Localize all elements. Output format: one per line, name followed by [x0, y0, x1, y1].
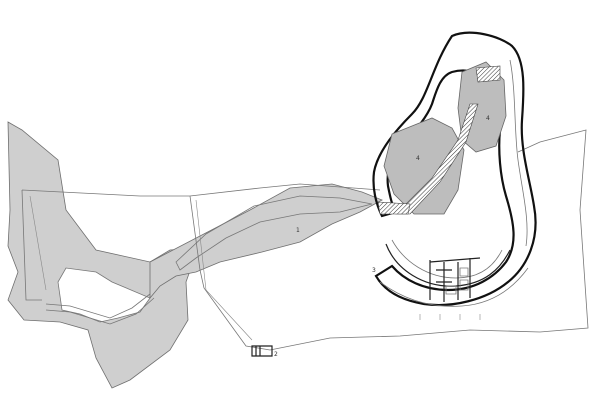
building-edge-lower [379, 267, 529, 307]
label-area-4-lower: 4 [416, 155, 420, 162]
area-4-lower [383, 117, 465, 215]
building-edge-right [509, 59, 528, 247]
boundary-inner-line [29, 195, 253, 341]
area-band-1-inner [175, 195, 373, 271]
label-area-1: 1 [296, 227, 300, 234]
terrain-mass-left [7, 121, 199, 389]
stair-diagonal [395, 103, 479, 215]
terrain-void [57, 267, 151, 323]
label-area-3: 3 [372, 267, 376, 274]
interior-rooms [429, 257, 481, 302]
interior-wall-arc-2 [391, 239, 503, 279]
stair-upper [475, 65, 501, 83]
stair-landing [377, 201, 411, 215]
site-ticks [419, 314, 481, 320]
ramp-path [45, 293, 155, 325]
entrance-structure [251, 345, 273, 357]
interior-fixtures [445, 267, 469, 295]
label-area-2: 2 [274, 351, 278, 358]
label-area-4-upper: 4 [486, 115, 490, 122]
site-boundary [21, 129, 589, 351]
